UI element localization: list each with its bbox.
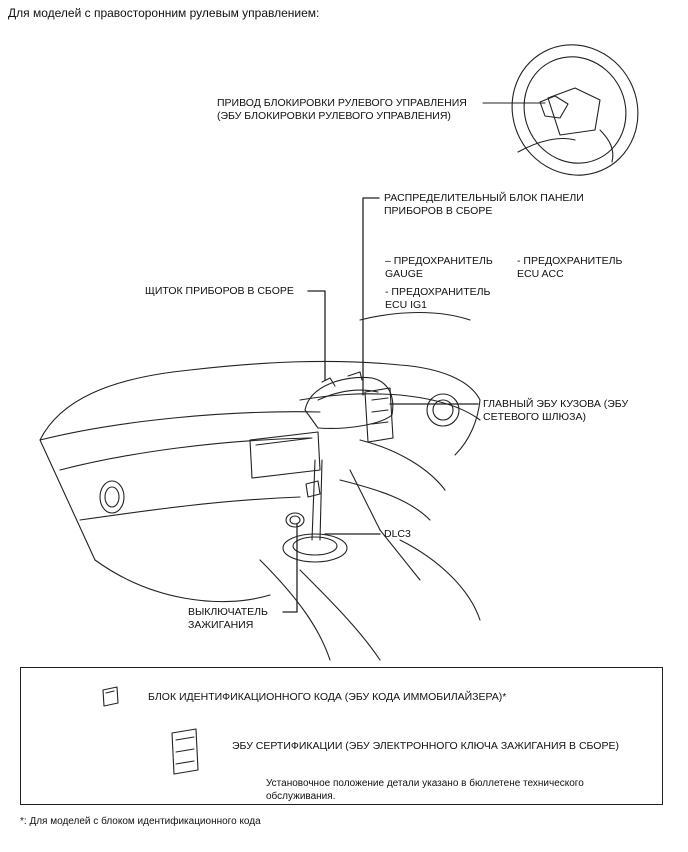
label-main-body-ecu: ГЛАВНЫЙ ЭБУ КУЗОВА (ЭБУ [483, 398, 629, 410]
legend-certification-ecu: ЭБУ СЕРТИФИКАЦИИ (ЭБУ ЭЛЕКТРОННОГО КЛЮЧА… [232, 740, 619, 752]
certification-ecu-icon [171, 728, 199, 775]
label-fuse-gauge: – ПРЕДОХРАНИТЕЛЬ [385, 255, 493, 267]
legend-box [20, 667, 663, 805]
label-junction-block: РАСПРЕДЕЛИТЕЛЬНЫЙ БЛОК ПАНЕЛИ [384, 192, 584, 204]
leader-lines [282, 197, 479, 613]
id-code-box-icon [102, 686, 119, 707]
label-steering-lock-ecu: (ЭБУ БЛОКИРОВКИ РУЛЕВОГО УПРАВЛЕНИЯ) [217, 110, 451, 122]
legend-note-2: обслуживания. [266, 791, 336, 802]
steering-wheel-drawing [511, 44, 639, 176]
label-dlc3: DLC3 [384, 528, 411, 540]
label-fuse-ecu-ig1: - ПРЕДОХРАНИТЕЛЬ [385, 286, 491, 298]
main-body-ecu-drawing [364, 387, 394, 443]
label-fuse-gauge-name: GAUGE [385, 268, 423, 280]
label-ignition-switch-2: ЗАЖИГАНИЯ [188, 619, 254, 631]
page-title: Для моделей с правосторонним рулевым упр… [8, 6, 320, 20]
label-steering-lock: ПРИВОД БЛОКИРОВКИ РУЛЕВОГО УПРАВЛЕНИЯ [217, 97, 467, 109]
label-ignition-switch: ВЫКЛЮЧАТЕЛЬ [188, 606, 268, 618]
label-combination-meter: ЩИТОК ПРИБОРОВ В СБОРЕ [145, 285, 294, 297]
label-junction-block-2: ПРИБОРОВ В СБОРЕ [384, 205, 493, 217]
combination-meter-drawing [304, 371, 394, 429]
ignition-switch-drawing [285, 512, 305, 528]
label-fuse-ecu-acc-name: ECU ACC [517, 268, 564, 280]
legend-id-code-box: БЛОК ИДЕНТИФИКАЦИОННОГО КОДА (ЭБУ КОДА И… [148, 691, 507, 703]
footnote: *: Для моделей с блоком идентификационно… [20, 816, 261, 827]
label-fuse-ecu-acc: - ПРЕДОХРАНИТЕЛЬ [517, 255, 623, 267]
label-main-body-ecu-2: СЕТЕВОГО ШЛЮЗА) [483, 411, 586, 423]
label-fuse-ecu-ig1-name: ECU IG1 [385, 299, 428, 311]
legend-note: Установочное положение детали указано в … [266, 778, 584, 789]
dlc3-drawing [305, 480, 321, 498]
